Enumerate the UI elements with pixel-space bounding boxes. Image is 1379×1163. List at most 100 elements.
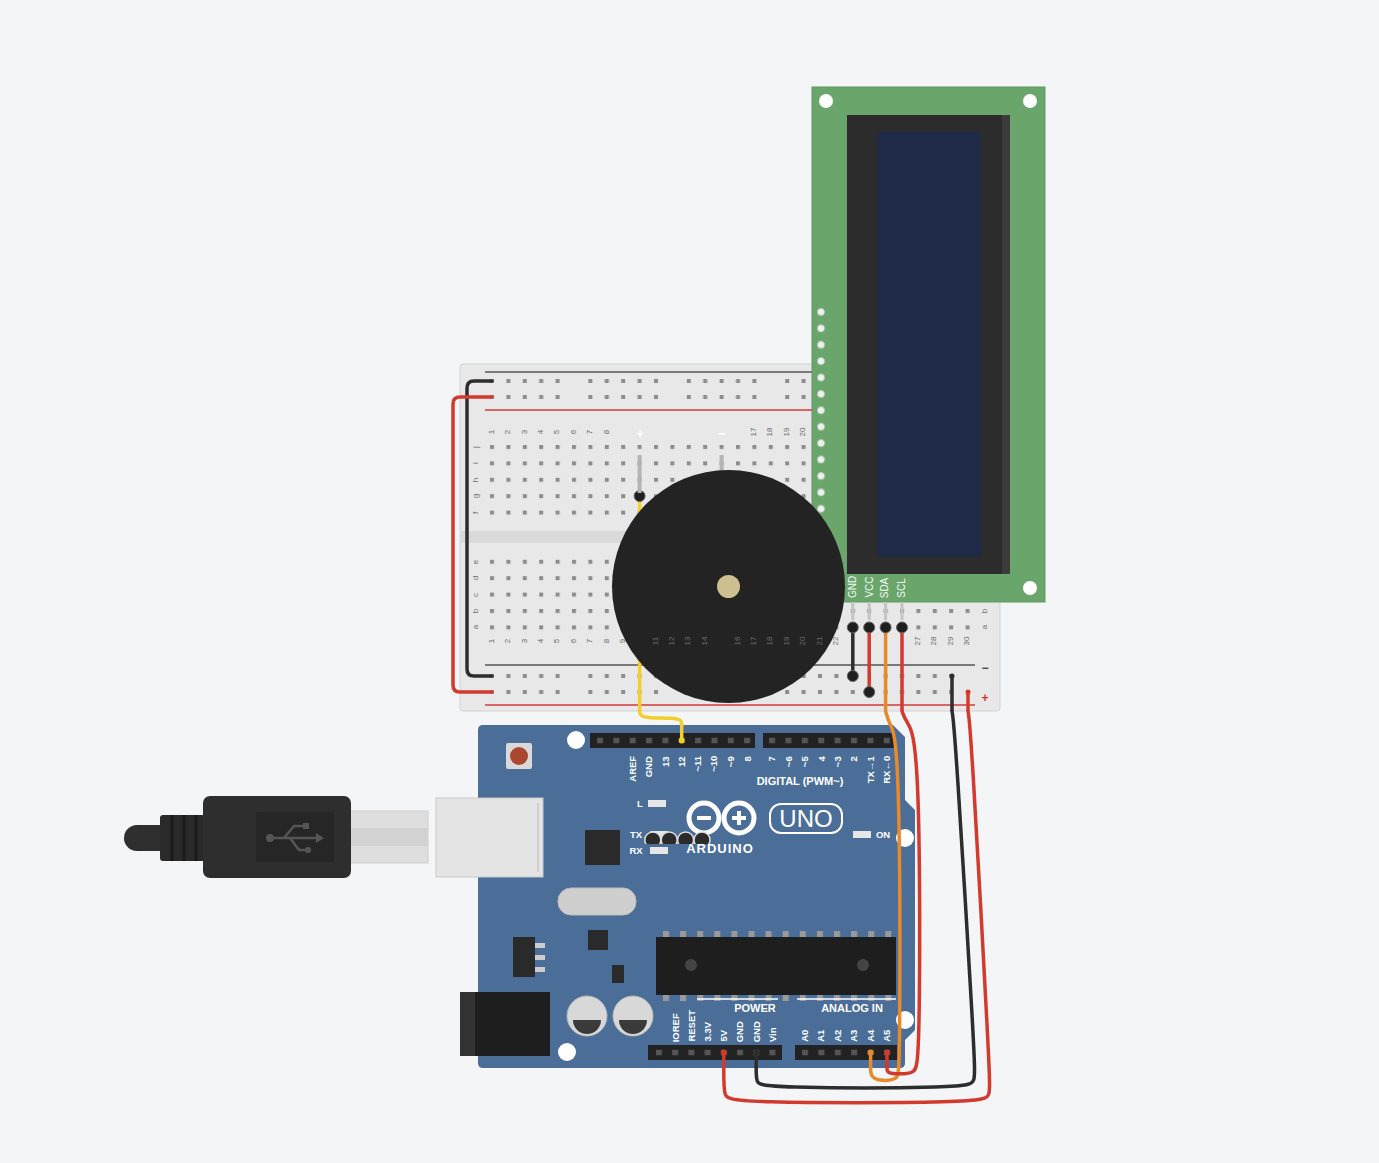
- column-number: 17: [750, 428, 758, 437]
- header-title: ANALOG IN: [821, 1003, 883, 1014]
- pin-label: A2: [833, 1030, 843, 1042]
- led-label-holder: RX: [629, 846, 642, 856]
- pin-label-holder: AREF: [628, 756, 638, 782]
- column-number: 5: [554, 430, 562, 434]
- polarity-mark: +: [636, 427, 644, 440]
- lcd-leg: [851, 602, 854, 620]
- column-number: 14: [701, 637, 709, 646]
- usb-plug-body: [203, 796, 351, 878]
- wire-end: [897, 622, 908, 633]
- pin-label-holder: ~3: [833, 756, 843, 767]
- pin-label: 12: [677, 756, 687, 767]
- column-number: 18: [767, 637, 775, 646]
- column-number-holder: 17: [750, 637, 758, 646]
- row-letter-holder: g: [472, 494, 480, 498]
- pin-label-holder: SCL: [897, 579, 907, 598]
- reset-button-cap: [510, 747, 528, 765]
- pin-label-holder: 3.3V: [703, 1022, 713, 1042]
- row-letter-holder: i: [472, 463, 480, 465]
- header-title-holder: ANALOG IN: [821, 1003, 883, 1014]
- led: [648, 800, 666, 807]
- power-jack-face: [460, 992, 475, 1056]
- pin-label: GND: [848, 576, 858, 598]
- wire-end: [721, 1050, 727, 1056]
- row-letter: i: [472, 463, 480, 465]
- usb-plug-metal: [350, 828, 428, 846]
- capacitor-mark: [573, 1020, 601, 1034]
- column-number-holder: 2: [504, 639, 512, 643]
- pin-label-holder: GND: [735, 1021, 745, 1042]
- row-letter: g: [472, 494, 480, 498]
- pin-label: A4: [866, 1030, 876, 1042]
- column-number-holder: 1: [488, 639, 496, 643]
- wire-end: [950, 674, 955, 679]
- header-pins: [597, 738, 755, 744]
- column-number-holder: 20: [800, 428, 808, 437]
- column-number: 1: [488, 430, 496, 434]
- usb-symbol: [270, 826, 316, 850]
- column-number: 28: [931, 637, 939, 646]
- column-number: 2: [504, 430, 512, 434]
- wire-stub: [900, 627, 904, 711]
- chip-notch: [857, 959, 869, 971]
- column-number-holder: 17: [750, 428, 758, 437]
- logo-plus: [737, 811, 741, 825]
- header-title: POWER: [734, 1003, 776, 1014]
- column-number-holder: 6: [570, 430, 578, 434]
- regulator-pin: [535, 967, 545, 972]
- row-letter-holder: b: [472, 609, 480, 613]
- crystal: [558, 888, 636, 915]
- row-letter-holder: j: [472, 446, 480, 448]
- row-letter: j: [472, 446, 480, 448]
- column-number-holder: 12: [668, 637, 676, 646]
- pin-label-holder: Vin: [768, 1027, 778, 1042]
- polarity-mark: −: [718, 427, 726, 440]
- logo-minus: [697, 816, 711, 820]
- led-label-holder: ON: [876, 830, 890, 840]
- pin-label: A0: [800, 1030, 810, 1042]
- lcd-screen: [877, 132, 981, 557]
- model-badge: UNO: [769, 803, 842, 834]
- column-number-holder: 5: [554, 639, 562, 643]
- column-number: 20: [800, 637, 808, 646]
- header-pins: [656, 1050, 780, 1056]
- pin-label-holder: 8: [742, 756, 752, 761]
- column-number: 13: [685, 637, 693, 646]
- mounting-hole: [819, 94, 833, 108]
- lcd-module: GNDVCCSDASCL: [812, 87, 1045, 602]
- pin-label: Vin: [768, 1027, 778, 1042]
- column-number: 12: [668, 637, 676, 646]
- pin-label: 7: [767, 756, 777, 761]
- pin-label: GND: [644, 756, 654, 777]
- terminal-ring: [661, 832, 677, 844]
- column-number: 21: [816, 637, 824, 646]
- column-number: 19: [783, 428, 791, 437]
- power-jack: [460, 992, 550, 1056]
- header-pins: [769, 738, 893, 744]
- mounting-hole: [1023, 581, 1037, 595]
- pin-label-holder: GND: [848, 576, 858, 598]
- pin-label-holder: A5: [882, 1030, 892, 1042]
- pin-label: 5V: [719, 1030, 729, 1042]
- row-letter: e: [472, 560, 480, 564]
- header-title-holder: DIGITAL (PWM~): [757, 776, 844, 787]
- column-number-holder: 7: [586, 430, 594, 434]
- rail-mark-holder: −: [981, 662, 988, 674]
- pin-label-holder: A4: [866, 1030, 876, 1042]
- strain-relief-rib: [183, 815, 186, 861]
- column-number-holder: 16: [734, 637, 742, 646]
- led-label: ON: [876, 830, 890, 840]
- row-letter: a: [472, 625, 480, 629]
- wire-stub: [950, 676, 954, 711]
- silkscreen-line: [697, 998, 778, 999]
- wire-end: [868, 1050, 874, 1056]
- column-number-holder: 20: [800, 637, 808, 646]
- wire-stub: [966, 692, 970, 711]
- column-number-holder: 11: [652, 637, 660, 645]
- row-letter-holder: a: [472, 625, 480, 629]
- pin-label-holder: ~9: [726, 756, 736, 767]
- led-label-holder: TX: [630, 830, 642, 840]
- column-number: 5: [554, 639, 562, 643]
- regulator-pin: [535, 943, 545, 948]
